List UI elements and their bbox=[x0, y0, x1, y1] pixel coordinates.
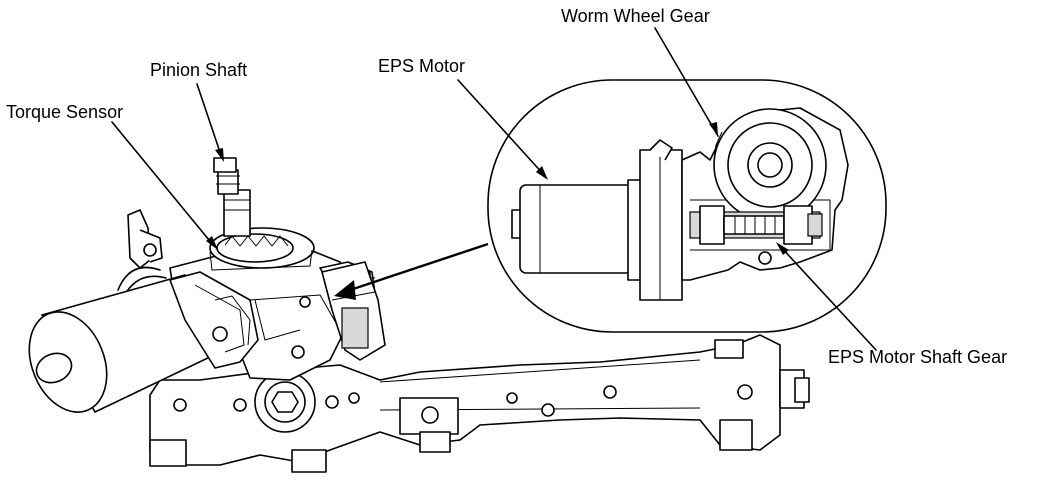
label-pinion-shaft: Pinion Shaft bbox=[150, 60, 248, 80]
inset-worm-wheel-gear bbox=[713, 108, 827, 222]
eps-motor-main bbox=[28, 271, 259, 413]
left-bracket bbox=[117, 209, 167, 301]
torque-sensor bbox=[209, 227, 315, 271]
rack-housing bbox=[149, 334, 810, 473]
motor-housing-block bbox=[321, 261, 386, 361]
label-eps-motor-shaft-gear: EPS Motor Shaft Gear bbox=[828, 347, 1008, 367]
label-worm-wheel-gear: Worm Wheel Gear bbox=[561, 6, 710, 26]
pinion-housing-boss bbox=[254, 371, 316, 433]
inset-motor-body bbox=[511, 149, 683, 301]
detail-arrow bbox=[334, 242, 489, 300]
label-eps-motor: EPS Motor bbox=[378, 56, 466, 76]
pinion-shaft bbox=[213, 157, 251, 237]
inset-motor-shaft-gear bbox=[689, 205, 823, 265]
leader-lines bbox=[111, 27, 877, 351]
label-torque-sensor: Torque Sensor bbox=[6, 102, 124, 122]
